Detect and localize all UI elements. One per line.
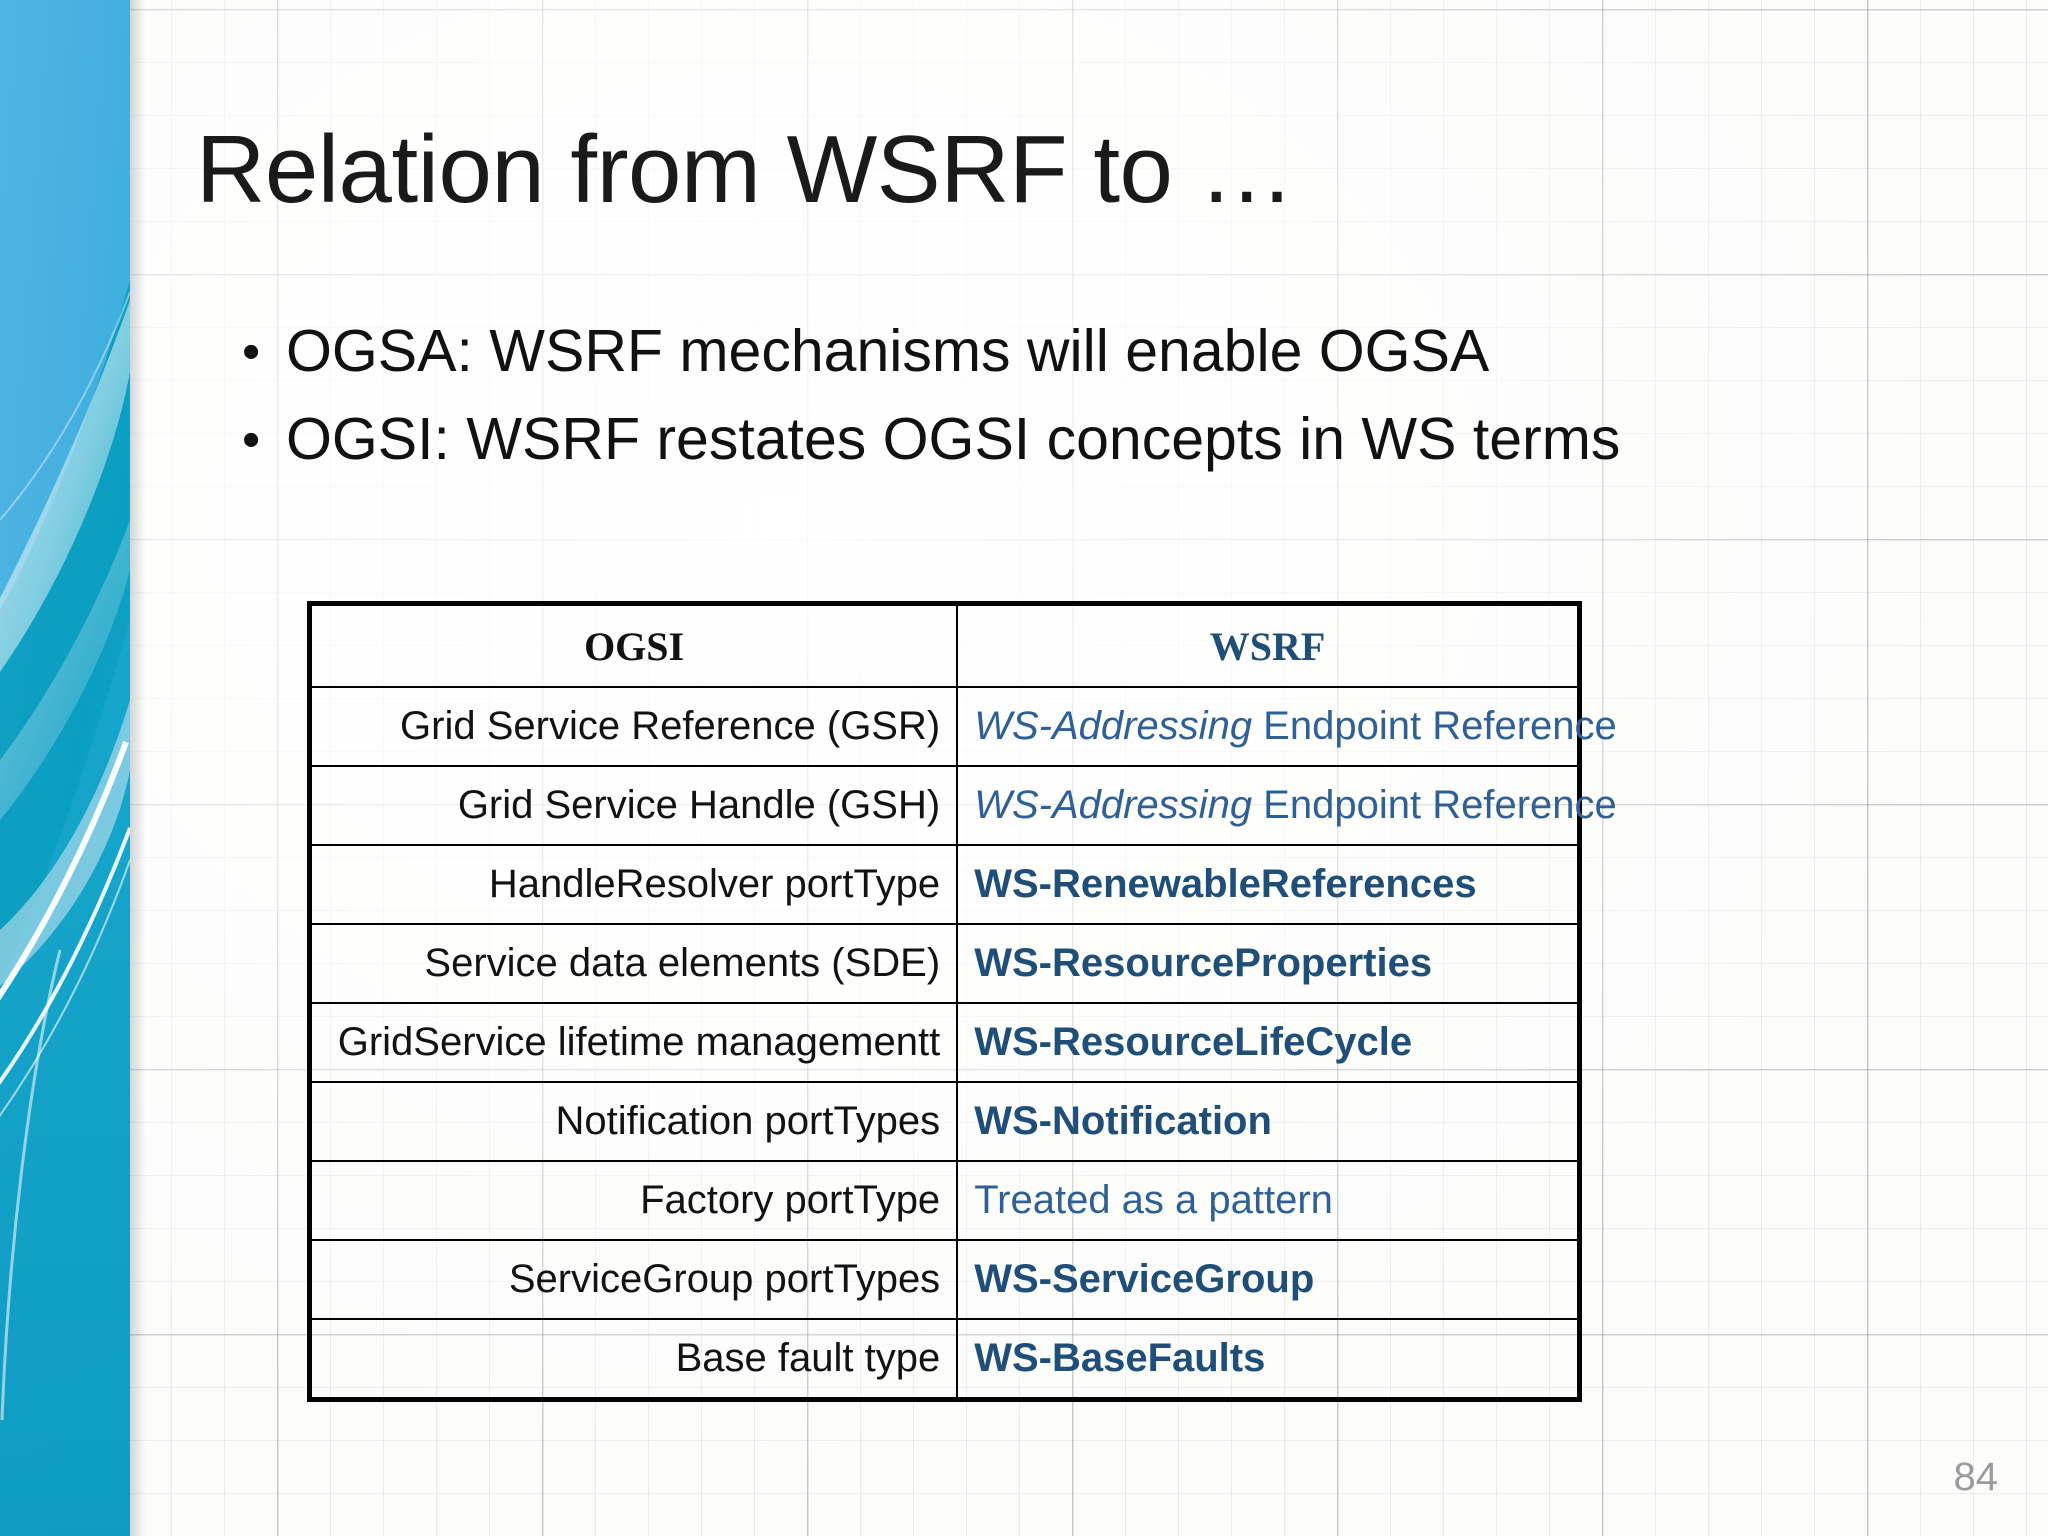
ogsi-wsrf-mapping-table: OGSI WSRF Grid Service Reference (GSR)WS…: [307, 601, 1617, 1402]
page-number: 84: [1953, 1455, 1999, 1499]
cell-wsrf-spec: WS-Addressing Endpoint Reference: [956, 686, 1617, 767]
cell-wsrf-spec: Treated as a pattern: [956, 1160, 1581, 1241]
bullet-marker-icon: •: [242, 411, 261, 470]
cell-ogsi-term: Grid Service Reference (GSR): [308, 686, 959, 767]
table-header-row: OGSI WSRF: [308, 602, 1581, 688]
cell-ogsi-term: HandleResolver portType: [308, 844, 959, 925]
table-row: Service data elements (SDE)WS-ResourcePr…: [308, 923, 1581, 1004]
bullet-text-2: OGSI: WSRF restates OGSI concepts in WS …: [286, 406, 1621, 473]
cell-ogsi-term: Notification portTypes: [308, 1081, 959, 1162]
cell-ogsi-term: ServiceGroup portTypes: [308, 1239, 959, 1320]
decorative-sidebar-graphic: [0, 0, 130, 1536]
wsrf-spec-italic-prefix: WS-Addressing: [974, 783, 1253, 827]
table-row: Grid Service Reference (GSR)WS-Addressin…: [308, 686, 1617, 767]
table-row: Grid Service Handle (GSH)WS-Addressing E…: [308, 765, 1617, 846]
cell-wsrf-spec: WS-ResourceLifeCycle: [956, 1002, 1581, 1083]
wsrf-spec-suffix: Endpoint Reference: [1252, 704, 1617, 748]
cell-wsrf-spec: WS-RenewableReferences: [956, 844, 1581, 925]
column-header-wsrf: WSRF: [956, 602, 1581, 688]
cell-ogsi-term: Base fault type: [308, 1318, 959, 1401]
cell-wsrf-spec: WS-Addressing Endpoint Reference: [956, 765, 1617, 846]
bullet-marker-icon: •: [242, 323, 261, 381]
wsrf-spec-italic-prefix: WS-Addressing: [974, 704, 1253, 748]
cell-wsrf-spec: WS-Notification: [956, 1081, 1581, 1162]
bullet-text-1: OGSA: WSRF mechanisms will enable OGSA: [286, 318, 1490, 384]
cell-wsrf-spec: WS-BaseFaults: [956, 1318, 1581, 1401]
bullet-item-1: • OGSA: WSRF mechanisms will enable OGSA: [242, 318, 1962, 384]
cell-wsrf-spec: WS-ResourceProperties: [956, 923, 1581, 1004]
mapping-table-container: OGSI WSRF Grid Service Reference (GSR)WS…: [307, 601, 1617, 1402]
cell-wsrf-spec: WS-ServiceGroup: [956, 1239, 1581, 1320]
bullet-item-2: • OGSI: WSRF restates OGSI concepts in W…: [242, 406, 1962, 472]
slide-title: Relation from WSRF to …: [196, 116, 1295, 223]
column-header-ogsi: OGSI: [308, 602, 959, 688]
bullet-list: • OGSA: WSRF mechanisms will enable OGSA…: [242, 318, 1962, 494]
wsrf-spec-suffix: Endpoint Reference: [1252, 783, 1617, 827]
cell-ogsi-term: Grid Service Handle (GSH): [308, 765, 959, 846]
cell-ogsi-term: Factory portType: [308, 1160, 959, 1241]
sidebar-swirl-svg: [0, 0, 130, 1536]
cell-ogsi-term: GridService lifetime managementt: [308, 1002, 959, 1083]
cell-ogsi-term: Service data elements (SDE): [308, 923, 959, 1004]
table-body: Grid Service Reference (GSR)WS-Addressin…: [308, 686, 1617, 1401]
